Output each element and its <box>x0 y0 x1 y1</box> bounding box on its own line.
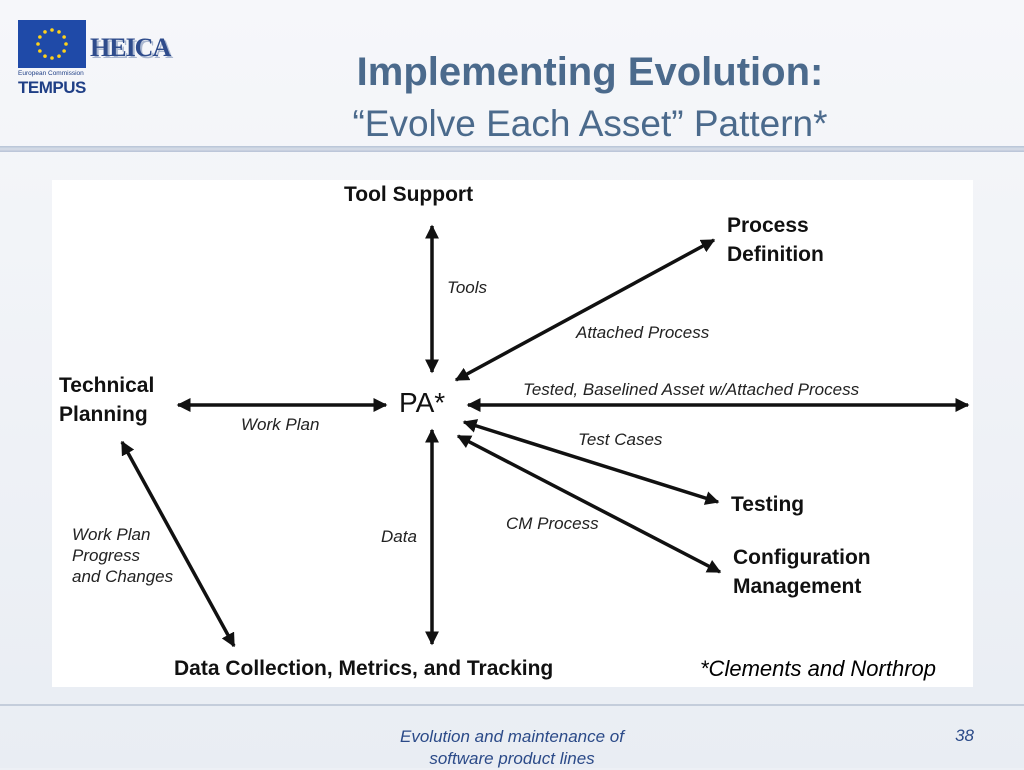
slide-title: Implementing Evolution: <box>356 50 824 94</box>
logo-name: TEMPUS <box>18 78 86 97</box>
eu-star-icon <box>57 54 61 58</box>
label-tested-asset: Tested, Baselined Asset w/Attached Proce… <box>523 380 860 399</box>
label-attached-process: Attached Process <box>576 323 710 342</box>
eu-star-icon <box>64 42 68 46</box>
node-data-collection: Data Collection, Metrics, and Tracking <box>174 657 554 680</box>
eu-star-icon <box>57 30 61 34</box>
arrow-cm-process <box>456 434 722 574</box>
eu-flag-icon <box>18 20 86 68</box>
label-work-plan: Work Plan <box>241 415 320 434</box>
node-configuration-management: Configuration Management <box>733 546 871 598</box>
tempus-logo: European Commission TEMPUS <box>18 20 88 97</box>
eu-star-icon <box>38 49 42 53</box>
slide-subtitle: “Evolve Each Asset” Pattern* <box>352 103 828 144</box>
node-pa-center: PA* <box>399 387 446 418</box>
eu-star-icon <box>62 35 66 39</box>
header-divider <box>0 146 1024 152</box>
arrow-attached-process <box>454 238 716 382</box>
eu-star-icon <box>43 30 47 34</box>
diagram-panel: Tool Support Process Definition Technica… <box>52 180 973 687</box>
citation: *Clements and Northrop <box>700 656 937 681</box>
page-number: 38 <box>955 726 974 745</box>
diagram-arrows <box>120 224 970 648</box>
node-process-definition: Process Definition <box>727 214 824 266</box>
label-test-cases: Test Cases <box>578 430 663 449</box>
node-tool-support: Tool Support <box>344 183 474 206</box>
heica-logo: HEICA <box>90 33 171 62</box>
eu-star-icon <box>43 54 47 58</box>
label-data: Data <box>381 527 417 546</box>
label-cm-process: CM Process <box>506 514 599 533</box>
eu-star-icon <box>38 35 42 39</box>
logo-caption: European Commission <box>18 70 84 77</box>
node-testing: Testing <box>731 493 805 516</box>
label-tools: Tools <box>447 278 488 297</box>
eu-star-icon <box>36 42 40 46</box>
eu-star-icon <box>50 28 54 32</box>
label-work-plan-progress: Work Plan Progress and Changes <box>72 525 174 586</box>
footer-course-title: Evolution and maintenance of software pr… <box>400 727 624 768</box>
arrow-work-plan-progress <box>120 440 236 648</box>
footer-divider <box>0 704 1024 706</box>
eu-star-icon <box>62 49 66 53</box>
node-technical-planning: Technical Planning <box>59 374 155 426</box>
eu-star-icon <box>50 56 54 60</box>
